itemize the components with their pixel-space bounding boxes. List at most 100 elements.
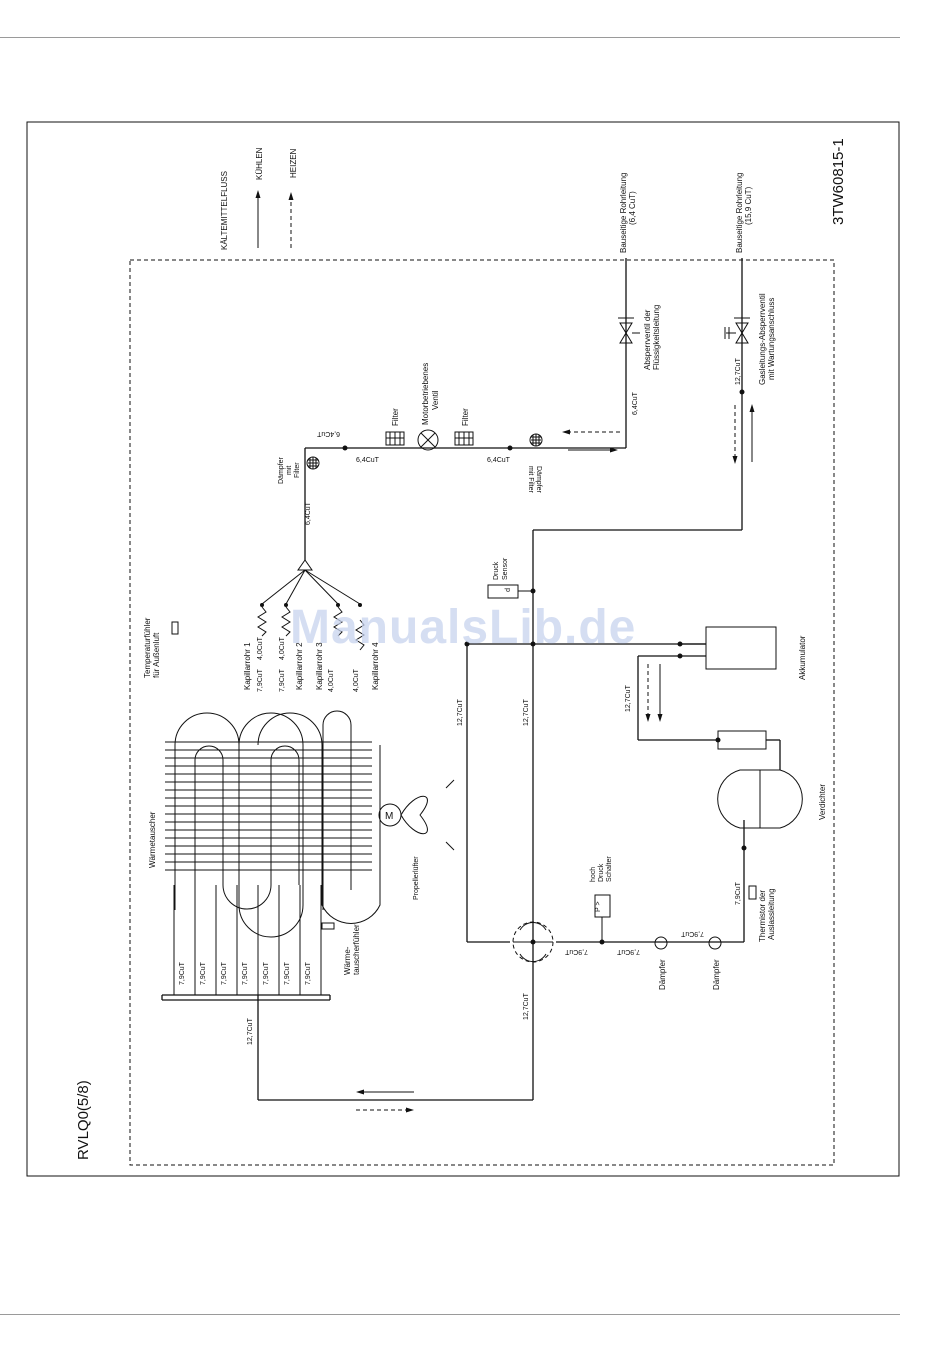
liquid-flow-arrows [562, 429, 620, 453]
accumulator [677, 626, 777, 670]
outdoor-sensor-label-1: Temperaturfühler [143, 617, 152, 678]
thermistor-label-2: Auslassleitung [767, 888, 776, 940]
filter-1-label: Filter [391, 408, 400, 426]
top-rule [0, 37, 900, 38]
pipe-7-9-d1: 7,9CuT [680, 930, 704, 937]
outdoor-sensor-icon [171, 621, 179, 635]
filter-2-label: Filter [461, 408, 470, 426]
capillary-1-label: Kapillarrohr 1 [243, 642, 252, 690]
unit-boundary [129, 259, 835, 1166]
compressor-label: Verdichter [818, 784, 827, 820]
capillary-4-size: 4,0CuT [353, 668, 360, 692]
pressure-sensor-symbol: p [504, 588, 511, 592]
liquid-stop-valve-label-2: Flüssigkeitsleitung [652, 305, 661, 370]
motor-valve-label-2: Ventil [431, 390, 440, 410]
pipe-6-4-e: 6,4CuT [632, 391, 639, 415]
pipe-6-4-c: 6,4CuT [356, 457, 380, 464]
pipe-6-4-b: 6,4CuT [316, 430, 340, 437]
gas-flow-arrows [732, 404, 755, 464]
damper-b-icon [708, 936, 722, 950]
legend-cooling-arrowhead [255, 190, 261, 198]
compressor [715, 730, 803, 851]
high-pressure-label-3: Schalter [606, 856, 613, 882]
pressure-sensor [487, 584, 536, 599]
pipe-12-7-dist: 12,7CuT [247, 1017, 254, 1045]
dist-size-4: 7,9CuT [242, 961, 249, 985]
dist-size-1: 7,9CuT [179, 961, 186, 985]
gas-field-pipe-size: (15,9 CuT) [744, 186, 753, 225]
pipe-12-7-mid: 12,7CuT [523, 698, 530, 726]
pressure-sensor-label-1: Druck [493, 561, 500, 580]
dist-size-5: 7,9CuT [263, 961, 270, 985]
gas-field-pipe-label: Bauseitige Rohrleitung [735, 173, 744, 254]
piping [161, 258, 781, 1101]
capillary-1-size-a: 7,9CuT [257, 668, 264, 692]
capillary-3-label: Kapillarrohr 3 [315, 642, 324, 690]
capillary-4-label: Kapillarrohr 4 [371, 642, 380, 690]
capillary-2-label: Kapillarrohr 2 [295, 642, 304, 690]
pipe-12-7-acc: 12,7CuT [625, 684, 632, 712]
motor-valve-label-1: Motorbetriebenes [421, 363, 430, 425]
legend-heating-arrowhead [288, 192, 294, 200]
damper-filter-1-b: mit [286, 466, 293, 475]
dist-size-2: 7,9CuT [200, 961, 207, 985]
capillary-2-size-a: 7,9CuT [279, 668, 286, 692]
damper-a-label: Dämpfer [658, 959, 667, 990]
watermark: ManualsLib.de [290, 601, 637, 654]
pipe-12-7-low: 12,7CuT [523, 992, 530, 1020]
legend-cooling: KÜHLEN [255, 147, 264, 180]
gas-stop-valve [724, 317, 750, 395]
propeller-fan-label: Propellerlüfter [413, 856, 420, 900]
high-pressure-label-1: hoch [590, 867, 597, 882]
heat-exchanger-label: Wärmetauscher [148, 811, 157, 868]
liquid-field-pipe-label: Bauseitige Rohrleitung [619, 173, 628, 254]
liquid-line-components [306, 317, 640, 470]
pipe-6-4-d: 6,4CuT [487, 457, 511, 464]
accumulator-label: Akkumulator [798, 635, 807, 680]
accumulator-flow-arrows [645, 664, 663, 722]
fan-motor-symbol: M [385, 811, 393, 822]
high-pressure-symbol: P > [595, 901, 602, 912]
dist-size-6: 7,9CuT [284, 961, 291, 985]
legend-title: KÄLTEMITTELFLUSS [220, 171, 229, 250]
liquid-stop-valve-label-1: Absperrventil der [643, 309, 652, 370]
gas-stop-valve-label-1: Gasleitungs-Absperrventil [758, 293, 767, 385]
gas-stop-valve-label-2: mit Wartungsanschluss [767, 298, 776, 380]
high-pressure-label-2: Druck [598, 863, 605, 882]
damper-a-icon [654, 936, 668, 950]
hx-sensor-label-1: Wärme- [343, 946, 352, 975]
outer-frame [26, 121, 900, 1177]
legend-heating: HEIZEN [289, 148, 298, 178]
pipe-7-9-d3: 7,9CuT [564, 948, 588, 955]
capillary-1-size-b: 4,0CuT [257, 636, 264, 660]
damper-filter-1-a: Dämpfer [278, 456, 285, 484]
pipe-7-9-d2: 7,9CuT [616, 948, 640, 955]
thermistor-icon [748, 885, 757, 900]
damper-filter-2-a: Dämpfer [535, 466, 542, 494]
dist-size-3: 7,9CuT [221, 961, 228, 985]
pipe-12-7-gas: 12,7CuT [735, 357, 742, 385]
pipe-6-4-a: 6,4CuT [305, 501, 312, 525]
four-way-valve [464, 641, 554, 963]
damper-b-label: Dämpfer [712, 959, 721, 990]
capillary-3-size: 4,0CuT [328, 668, 335, 692]
heat-exchanger [165, 710, 381, 938]
pipe-12-7-left: 12,7CuT [457, 698, 464, 726]
hx-sensor-icon [321, 922, 335, 930]
model-label: RVLQ0(5/8) [75, 1080, 92, 1160]
damper-filter-2-b: mit Filter [527, 466, 534, 494]
capillary-tubes [257, 559, 365, 651]
pipe-7-9-discharge: 7,9CuT [735, 881, 742, 905]
liquid-field-pipe-size: (6,4 CuT) [628, 191, 637, 225]
document-code: 3TW60815-1 [830, 138, 847, 225]
bottom-rule [0, 1314, 900, 1315]
propeller-fan [378, 779, 455, 851]
thermistor-label-1: Thermistor der [758, 890, 767, 942]
hx-sensor-label-2: tauscherfühler [352, 924, 361, 975]
damper-filter-1-c: Filter [294, 462, 301, 478]
pressure-sensor-label-2: Sensor [502, 557, 509, 580]
bottom-flow-arrows [356, 1089, 414, 1113]
high-pressure-switch [594, 894, 611, 945]
outdoor-sensor-label-2: für Außenluft [152, 632, 161, 678]
